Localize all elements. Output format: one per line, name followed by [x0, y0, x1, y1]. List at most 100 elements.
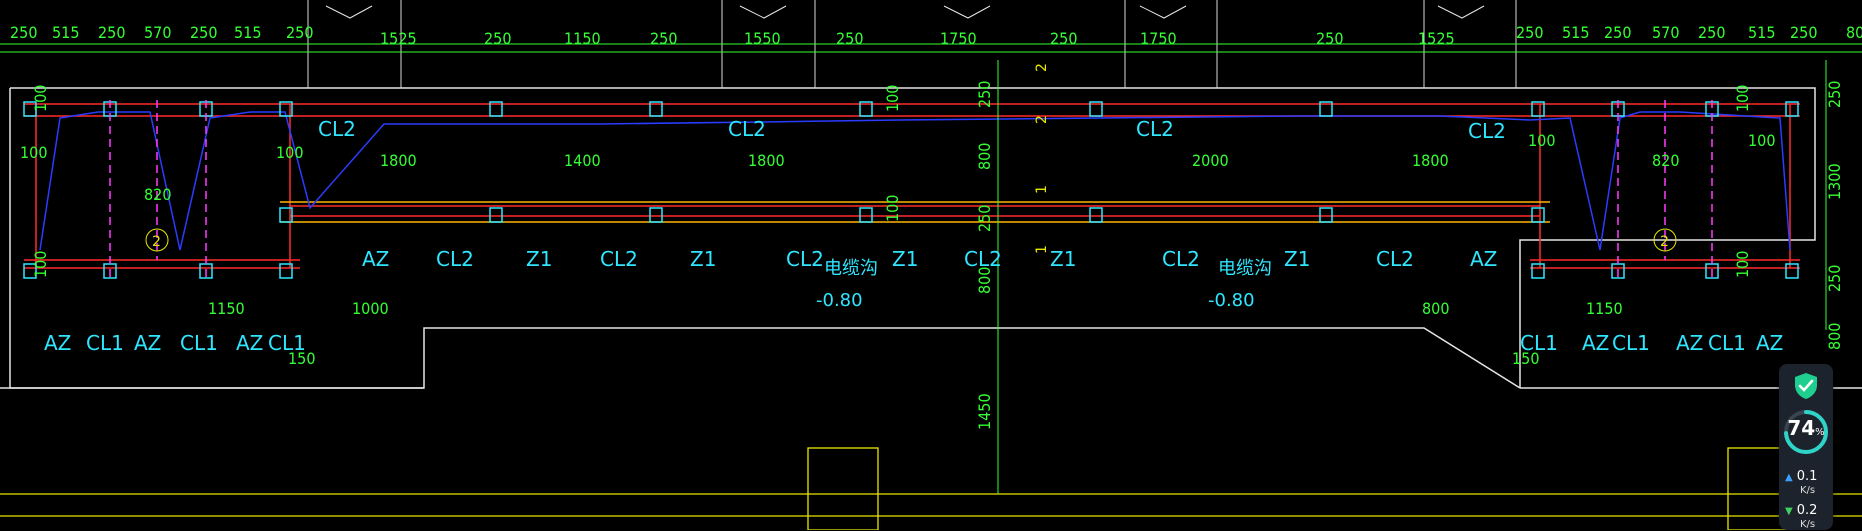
- grid-tag-circle: [1653, 228, 1677, 252]
- shield-check-icon: [1795, 373, 1817, 399]
- small-dim: 100: [1748, 131, 1775, 150]
- bottom-dim-left: 150: [288, 349, 315, 368]
- bottom-dim-right: 1150: [1586, 299, 1623, 318]
- vertical-dim: 250: [975, 205, 994, 232]
- top-dim-middle: 250: [1050, 29, 1077, 48]
- top-dim-middle: 250: [484, 29, 511, 48]
- top-dim-middle: 1525: [1418, 29, 1455, 48]
- cable-trench-label: 电缆沟: [1218, 258, 1272, 279]
- top-dim-right: 250: [1604, 23, 1631, 42]
- label-cl2: CL2: [728, 117, 766, 141]
- inner-span-dim: 1800: [748, 151, 785, 170]
- top-dim-right: 250: [1698, 23, 1725, 42]
- label-cl1: CL1: [1612, 331, 1650, 355]
- download-speed: ▼0.2 K/s: [1785, 503, 1818, 530]
- top-dim-right: 570: [1652, 23, 1679, 42]
- width-dim: 820: [1652, 151, 1679, 170]
- top-dim-right: 250: [1516, 23, 1543, 42]
- elevation-label: -0.80: [1208, 290, 1255, 311]
- label-cl2: CL2: [318, 117, 356, 141]
- vertical-dim: 800: [1825, 323, 1844, 350]
- label-az: AZ: [1582, 331, 1609, 355]
- bottom-dim-right: 800: [1422, 299, 1449, 318]
- vertical-dim: 250: [975, 81, 994, 108]
- top-dim-right: 80: [1846, 23, 1862, 42]
- top-dim-left: 250: [190, 23, 217, 42]
- label-az: AZ: [134, 331, 161, 355]
- structure-rails: [24, 103, 1800, 269]
- inner-span-dim: 1800: [1412, 151, 1449, 170]
- label-cl2: CL2: [964, 247, 1002, 271]
- label-cl2: CL2: [1468, 119, 1506, 143]
- vertical-dim: 800: [975, 267, 994, 294]
- arrow-down-icon: ▼: [1785, 506, 1793, 517]
- label-cl2: CL2: [436, 247, 474, 271]
- small-dim: 100: [883, 85, 902, 112]
- inner-span-dim: 1800: [380, 151, 417, 170]
- small-dim: 100: [31, 85, 50, 112]
- small-dim: 100: [20, 143, 47, 162]
- grid-tag-circle: [145, 228, 169, 252]
- axis-mark: 1: [1034, 245, 1050, 254]
- small-dim: 100: [1733, 85, 1752, 112]
- network-monitor-widget[interactable]: 74% ▲0.1 K/s ▼0.2 K/s: [1779, 364, 1833, 530]
- top-dim-middle: 1525: [380, 29, 417, 48]
- axis-mark: 1: [1034, 185, 1050, 194]
- inner-span-dim: 2000: [1192, 151, 1229, 170]
- top-dim-left: 515: [234, 23, 261, 42]
- label-z1: Z1: [526, 247, 552, 271]
- cable-route: [39, 111, 1791, 251]
- usage-percent: 74%: [1787, 416, 1825, 440]
- bottom-dim-right: 150: [1512, 349, 1539, 368]
- small-dim: 100: [1528, 131, 1555, 150]
- top-dim-middle: 1750: [940, 29, 977, 48]
- label-cl2: CL2: [1376, 247, 1414, 271]
- top-dim-left: 250: [98, 23, 125, 42]
- vertical-dim: 250: [1825, 265, 1844, 292]
- arrow-up-icon: ▲: [1785, 472, 1793, 483]
- building-outline: [0, 87, 1862, 389]
- top-dim-middle: 250: [1316, 29, 1343, 48]
- top-dim-left: 250: [286, 23, 313, 42]
- inner-span-dim: 1400: [564, 151, 601, 170]
- cable-trench-label: 电缆沟: [824, 258, 878, 279]
- vertical-dim: 1300: [1825, 163, 1844, 200]
- top-dim-left: 515: [52, 23, 79, 42]
- width-dim: 820: [144, 185, 171, 204]
- small-dim: 100: [1733, 251, 1752, 278]
- small-dim: 100: [883, 195, 902, 222]
- usage-ring: [1784, 410, 1828, 454]
- label-z1: Z1: [690, 247, 716, 271]
- bottom-dim-left: 1000: [352, 299, 389, 318]
- vertical-dim: 800: [975, 143, 994, 170]
- label-cl1: CL1: [1708, 331, 1746, 355]
- label-z1: Z1: [1050, 247, 1076, 271]
- grid-tag-text: 2: [152, 234, 161, 250]
- vertical-dim: 250: [1825, 81, 1844, 108]
- top-dim-left: 570: [144, 23, 171, 42]
- label-z1: Z1: [892, 247, 918, 271]
- grid-tag-text: 2: [1660, 234, 1669, 250]
- axis-mark: 2: [1034, 115, 1050, 124]
- elevation-label: -0.80: [816, 290, 863, 311]
- top-dimension-line: [0, 43, 1862, 53]
- label-az: AZ: [1470, 247, 1497, 271]
- label-az: AZ: [44, 331, 71, 355]
- bottom-dim-left: 1150: [208, 299, 245, 318]
- label-z1: Z1: [1284, 247, 1310, 271]
- label-cl1: CL1: [1520, 331, 1558, 355]
- label-cl2: CL2: [600, 247, 638, 271]
- label-az: AZ: [1676, 331, 1703, 355]
- small-dim: 100: [276, 143, 303, 162]
- top-dim-middle: 1750: [1140, 29, 1177, 48]
- label-az: AZ: [362, 247, 389, 271]
- label-cl1: CL1: [268, 331, 306, 355]
- top-dim-left: 250: [10, 23, 37, 42]
- label-az: AZ: [236, 331, 263, 355]
- upload-speed: ▲0.1 K/s: [1785, 469, 1818, 496]
- top-dim-middle: 250: [836, 29, 863, 48]
- center-axis: [997, 60, 1827, 494]
- label-cl1: CL1: [86, 331, 124, 355]
- centerlines: [109, 100, 1713, 280]
